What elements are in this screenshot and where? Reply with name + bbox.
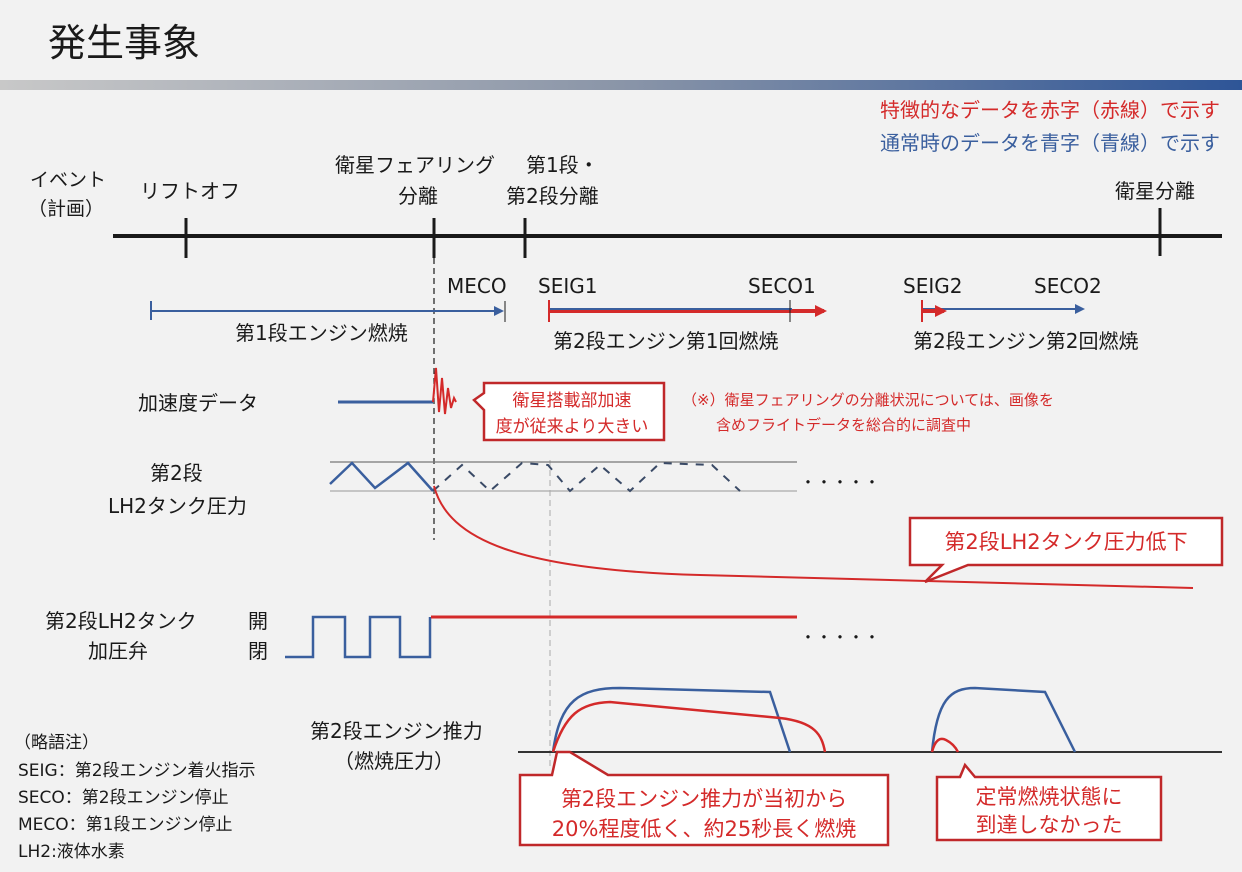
valve-nominal-cycle xyxy=(285,615,432,659)
thrust-burn2-nominal xyxy=(930,686,1077,753)
abbrev-heading: （略語注） xyxy=(14,733,99,753)
seig2-label: SEIG2 xyxy=(903,274,962,298)
stage2-burn2-label: 第2段エンジン第2回燃焼 xyxy=(913,329,1138,353)
thrust-callout-2 xyxy=(935,762,1163,842)
valve-label-2: 加圧弁 xyxy=(88,639,148,663)
valve-label-1: 第2段LH2タンク xyxy=(45,609,197,633)
meco-label: MECO xyxy=(447,274,507,298)
svg-text:度が従来より大きい: 度が従来より大きい xyxy=(496,417,649,437)
event-fairing-sep-2: 分離 xyxy=(398,184,438,208)
thrust-row: 第2段エンジン推力 （燃焼圧力） 第2段エンジン推力が当初から 20%程度低く、… xyxy=(310,686,1222,847)
tank-callout xyxy=(908,516,1224,584)
svg-text:第2段エンジン推力が当初から: 第2段エンジン推力が当初から xyxy=(561,787,847,811)
event-satellite-sep: 衛星分離 xyxy=(1115,179,1195,203)
thrust-label-2: （燃焼圧力） xyxy=(334,749,454,773)
tank-label-2: LH2タンク圧力 xyxy=(108,494,247,518)
abbrev-item: MECO：第1段エンジン停止 xyxy=(18,815,232,835)
accel-callout xyxy=(472,381,666,442)
burn-phases: MECO SEIG1 SECO1 SEIG2 SECO2 第1段エンジン燃焼 第… xyxy=(150,274,1138,353)
investigation-note-2: 含めフライトデータを総合的に調査中 xyxy=(716,416,971,434)
legend-red-note: 特徴的なデータを赤字（赤線）で示す xyxy=(880,98,1220,122)
tank-pressure-expected-dashed xyxy=(432,461,741,493)
event-liftoff: リフトオフ xyxy=(140,179,240,203)
valve-row: 第2段LH2タンク 加圧弁 開 閉 ・・・・・ xyxy=(45,609,880,663)
event-stage-sep-1: 第1段・ xyxy=(526,153,599,177)
svg-text:衛星搭載部加速: 衛星搭載部加速 xyxy=(513,391,632,411)
seco1-label: SECO1 xyxy=(748,274,816,298)
stage2-burn1-label: 第2段エンジン第1回燃焼 xyxy=(553,329,778,353)
event-row-label: イベント xyxy=(30,169,106,191)
page-title: 発生事象 xyxy=(48,21,200,65)
thrust-callout-1 xyxy=(518,750,890,847)
event-row-sublabel: （計画） xyxy=(28,198,104,220)
thrust-burn1-nominal xyxy=(551,686,792,753)
abbrev-item: LH2:液体水素 xyxy=(18,842,125,862)
thrust-burn1-actual xyxy=(551,700,827,753)
tank-pressure-row: 第2段 LH2タンク圧力 ・・・・・ 第2段LH2タンク圧力低下 xyxy=(108,461,1224,589)
abbrev-item: SEIG：第2段エンジン着火指示 xyxy=(18,761,256,781)
event-fairing-sep-1: 衛星フェアリング xyxy=(335,153,495,177)
tank-pressure-nominal xyxy=(329,461,434,492)
legend-blue-note: 通常時のデータを青字（青線）で示す xyxy=(880,131,1220,155)
event-timeline: イベント （計画） リフトオフ 衛星フェアリング 分離 第1段・ 第2段分離 衛… xyxy=(28,153,1222,258)
thrust-burn2-actual xyxy=(930,737,960,753)
tank-dots: ・・・・・ xyxy=(800,473,880,492)
tank-label-1: 第2段 xyxy=(150,461,203,485)
abbrev-item: SECO：第2段エンジン停止 xyxy=(18,788,229,808)
valve-dots: ・・・・・ xyxy=(800,628,880,647)
accel-label: 加速度データ xyxy=(138,391,258,415)
header-divider xyxy=(0,80,1242,90)
stage1-burn-label: 第1段エンジン燃焼 xyxy=(235,321,408,345)
valve-closed-label: 閉 xyxy=(248,639,268,663)
abbreviation-notes: （略語注） SEIG：第2段エンジン着火指示 SECO：第2段エンジン停止 ME… xyxy=(14,733,256,862)
valve-open-label: 開 xyxy=(248,609,268,633)
event-stage-sep-2: 第2段分離 xyxy=(506,184,599,208)
tank-pressure-actual xyxy=(433,485,1194,589)
seco2-label: SECO2 xyxy=(1034,274,1102,298)
accel-spike xyxy=(432,367,457,415)
svg-text:到達しなかった: 到達しなかった xyxy=(976,813,1123,837)
svg-text:20%程度低く、約25秒長く燃焼: 20%程度低く、約25秒長く燃焼 xyxy=(552,817,856,841)
thrust-label-1: 第2段エンジン推力 xyxy=(310,719,483,743)
svg-text:定常燃焼状態に: 定常燃焼状態に xyxy=(976,785,1123,809)
svg-text:第2段LH2タンク圧力低下: 第2段LH2タンク圧力低下 xyxy=(944,530,1187,554)
acceleration-row: 加速度データ 衛星搭載部加速 度が従来より大きい （※）衛星フェアリングの分離状… xyxy=(138,367,1054,442)
investigation-note-1: （※）衛星フェアリングの分離状況については、画像を xyxy=(682,391,1054,409)
seig1-label: SEIG1 xyxy=(538,274,597,298)
